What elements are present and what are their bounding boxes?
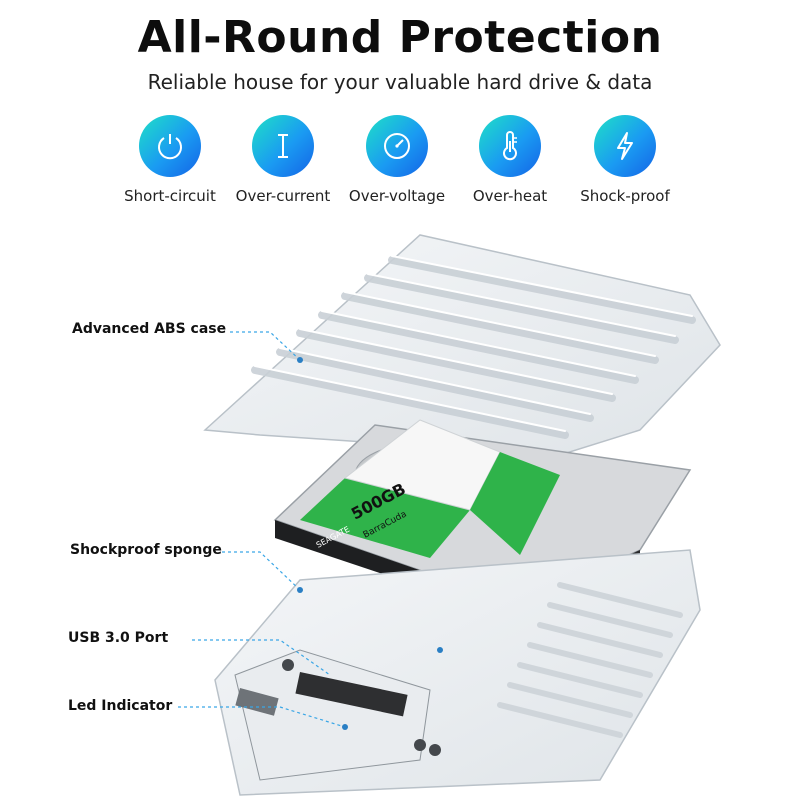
callout-usb-port: USB 3.0 Port [68,630,169,646]
feature-over-heat: Over-heat [450,115,570,205]
page-title: All-Round Protection [137,12,663,63]
feature-over-voltage: Over-voltage [337,115,457,205]
callout-shockproof-sponge: Shockproof sponge [70,542,222,558]
lightning-icon [594,115,656,177]
top-case-shell [203,234,721,456]
feature-label: Over-voltage [348,187,446,205]
feature-over-current: Over-current [223,115,343,205]
feature-short-circuit: Short-circuit [110,115,230,205]
gauge-icon [366,115,428,177]
bottom-case-tray [214,549,701,796]
callout-advanced-abs-case: Advanced ABS case [72,321,227,337]
current-icon [252,115,314,177]
feature-row: Short-circuit Over-current Over-voltage … [120,115,680,215]
page-subtitle: Reliable house for your valuable hard dr… [147,70,653,94]
feature-label: Shock-proof [580,187,670,205]
callout-lines [178,331,346,728]
callout-led-indicator: Led Indicator [68,698,173,714]
feature-label: Short-circuit [124,187,216,205]
thermometer-icon [479,115,541,177]
feature-label: Over-current [235,187,331,205]
product-illustration: 500GB BarraCuda SEAGATE [0,220,800,800]
feature-label: Over-heat [472,187,548,205]
power-icon [139,115,201,177]
exploded-enclosure-graphic: 500GB BarraCuda SEAGATE [178,234,721,796]
feature-shock-proof: Shock-proof [565,115,685,205]
